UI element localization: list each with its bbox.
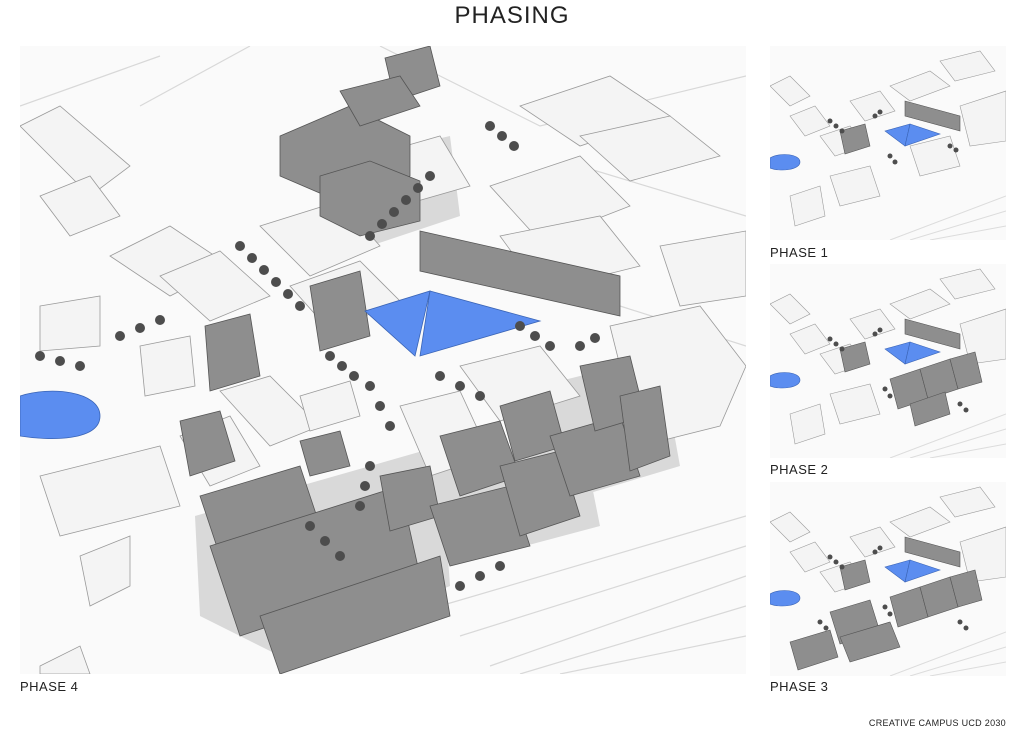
phase-4-model-view <box>20 46 746 674</box>
phase-1-label: PHASE 1 <box>770 245 829 260</box>
page-title: PHASING <box>454 2 570 29</box>
phase-2-massing-drawing <box>770 268 1006 458</box>
phase-1-massing-drawing <box>770 50 1006 240</box>
footer-project-name: CREATIVE CAMPUS UCD 2030 <box>868 718 1006 728</box>
plaza-water-right <box>419 290 542 357</box>
plaza-water-left <box>364 290 431 357</box>
site-massing-drawing <box>20 46 746 674</box>
pond <box>20 390 101 439</box>
phase-2-label: PHASE 2 <box>770 462 829 477</box>
phase-1-thumbnail <box>770 46 1006 240</box>
phase-2-thumbnail <box>770 264 1006 458</box>
phase-3-label: PHASE 3 <box>770 679 829 694</box>
phase-3-massing-drawing <box>770 486 1006 676</box>
phase-3-thumbnail <box>770 482 1006 676</box>
phase-4-label: PHASE 4 <box>20 679 79 694</box>
